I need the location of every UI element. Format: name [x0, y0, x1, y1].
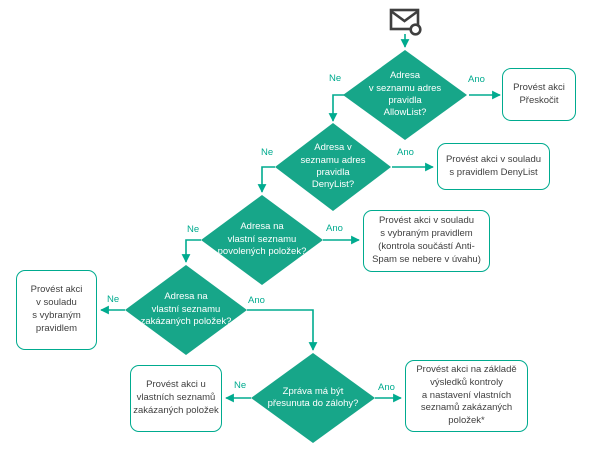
action-selected-rule-antispam: Provést akci v souladu s vybraným pravid…: [363, 210, 490, 272]
decision-denylist: Adresa v seznamu adres pravidla DenyList…: [275, 123, 391, 211]
edge-label-no-custom-denylist: Ne: [107, 294, 120, 305]
edge-label-no-allowlist: Ne: [329, 73, 342, 84]
decision-move-to-backup: Zpráva má být přesunuta do zálohy?: [251, 353, 375, 443]
edge-label-yes-denylist: Ano: [397, 147, 414, 158]
edge-label-yes-custom-allowlist: Ano: [326, 223, 343, 234]
message-icon: [389, 8, 423, 38]
edge-label-no-custom-allowlist: Ne: [187, 224, 200, 235]
action-custom-deny-lists: Provést akci u vlastních seznamů zakázan…: [130, 365, 222, 432]
action-denylist-rule: Provést akci v souladu s pravidlem DenyL…: [437, 143, 550, 190]
edge-label-yes-backup: Ano: [378, 382, 395, 393]
edge-label-yes-allowlist: Ano: [468, 74, 485, 85]
edge-label-no-backup: Ne: [234, 380, 247, 391]
edge-label-yes-custom-denylist: Ano: [248, 295, 265, 306]
decision-custom-denylist: Adresa na vlastní seznamu zakázaných pol…: [125, 265, 247, 355]
decision-custom-allowlist: Adresa na vlastní seznamu povolených pol…: [201, 195, 323, 285]
decision-allowlist: Adresa v seznamu adres pravidla AllowLis…: [343, 50, 467, 140]
action-selected-rule: Provést akci v souladu s vybraným pravid…: [16, 270, 97, 350]
edge-label-no-denylist: Ne: [261, 147, 274, 158]
action-skip: Provést akci Přeskočit: [502, 68, 576, 121]
action-custom-lists-result: Provést akci na základě výsledků kontrol…: [405, 360, 528, 432]
